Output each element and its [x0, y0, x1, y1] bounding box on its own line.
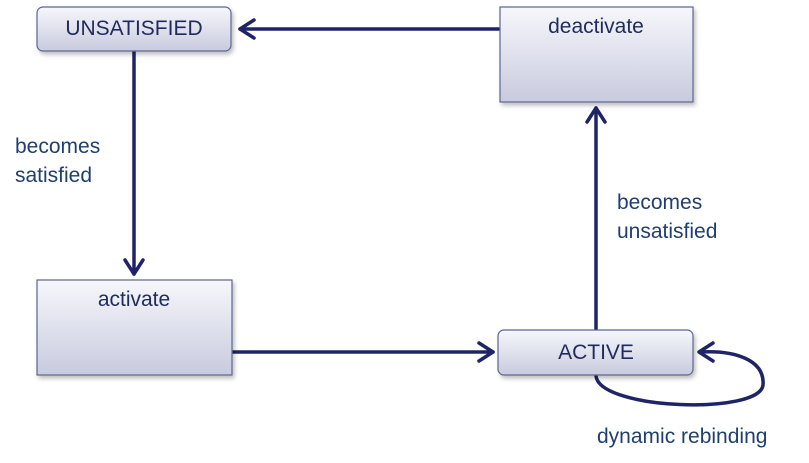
- edge-label-becomes-satisfied-line2: satisfied: [15, 164, 92, 187]
- edge-label-becomes-satisfied-line1: becomes: [15, 135, 100, 158]
- node-unsatisfied-label: UNSATISFIED: [65, 17, 202, 40]
- node-activate-label: activate: [98, 288, 170, 311]
- node-deactivate-label: deactivate: [548, 15, 644, 38]
- edge-label-becomes-satisfied: becomes satisfied: [15, 135, 100, 187]
- edge-active-to-deactivate: [585, 106, 607, 331]
- edge-active-self-loop: [594, 341, 765, 407]
- edge-label-becomes-unsatisfied-line2: unsatisfied: [617, 220, 717, 243]
- node-unsatisfied: UNSATISFIED: [36, 6, 232, 52]
- node-activate: activate: [36, 279, 233, 376]
- node-active-label: ACTIVE: [558, 341, 634, 364]
- edge-label-dynamic-rebinding: dynamic rebinding: [597, 425, 767, 448]
- edge-label-becomes-unsatisfied: becomes unsatisfied: [617, 191, 717, 243]
- edge-activate-to-active: [231, 341, 495, 363]
- node-deactivate: deactivate: [499, 6, 694, 103]
- edge-label-dynamic-rebinding-text: dynamic rebinding: [597, 425, 767, 448]
- edge-unsatisfied-to-activate: [123, 50, 145, 276]
- edge-deactivate-to-unsatisfied: [238, 18, 501, 40]
- node-active: ACTIVE: [497, 329, 694, 376]
- edges: [123, 18, 765, 407]
- edge-label-becomes-unsatisfied-line1: becomes: [617, 191, 702, 214]
